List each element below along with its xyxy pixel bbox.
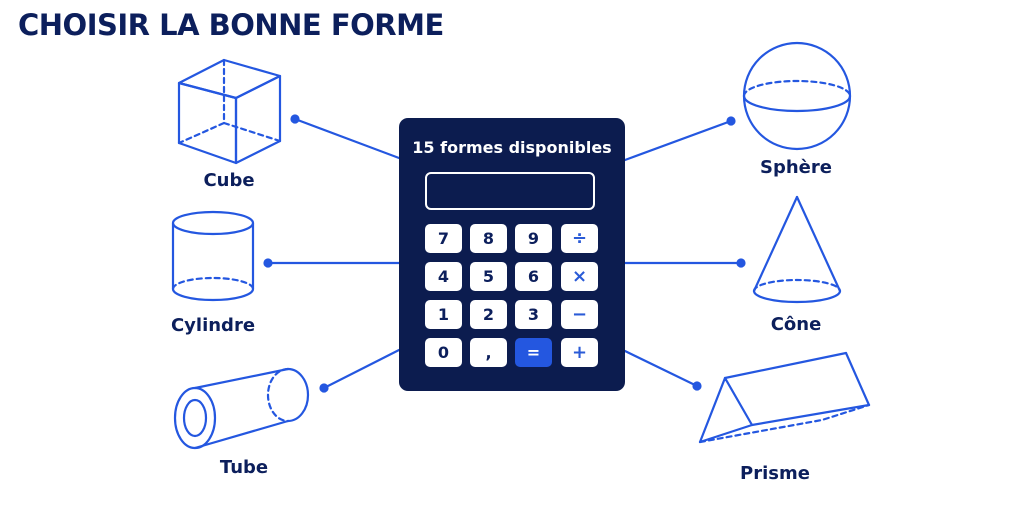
- calculator-caption: 15 formes disponibles: [412, 138, 612, 157]
- cone-label: Cône: [770, 314, 822, 335]
- tube-shape: [173, 367, 310, 450]
- key-8[interactable]: 8: [470, 224, 507, 253]
- key-6[interactable]: 6: [515, 262, 552, 291]
- key-9[interactable]: 9: [515, 224, 552, 253]
- page-title: CHOISIR LA BONNE FORME: [18, 8, 444, 42]
- cube-shape: [177, 58, 282, 165]
- key-3[interactable]: 3: [515, 300, 552, 329]
- key-4[interactable]: 4: [425, 262, 462, 291]
- key-equals[interactable]: =: [515, 338, 552, 367]
- connector-tube: [319, 348, 401, 393]
- key-divide[interactable]: ÷: [561, 224, 598, 253]
- key-7[interactable]: 7: [425, 224, 462, 253]
- key-0[interactable]: 0: [425, 338, 462, 367]
- connector-cone: [623, 258, 746, 268]
- connector-prism: [623, 349, 702, 391]
- key-minus[interactable]: −: [561, 300, 598, 329]
- prism-shape: [698, 351, 871, 444]
- calculator: 15 formes disponibles 7 8 9 ÷ 4 5 6 × 1 …: [399, 118, 625, 391]
- key-plus[interactable]: +: [561, 338, 598, 367]
- key-5[interactable]: 5: [470, 262, 507, 291]
- connector-cylinder: [263, 258, 401, 268]
- key-multiply[interactable]: ×: [561, 262, 598, 291]
- cube-label: Cube: [203, 170, 255, 191]
- sphere-label: Sphère: [760, 157, 832, 178]
- cone-shape: [752, 195, 842, 304]
- key-2[interactable]: 2: [470, 300, 507, 329]
- cylinder-shape: [171, 210, 255, 302]
- sphere-shape: [742, 41, 852, 151]
- calculator-display: [425, 172, 595, 210]
- tube-label: Tube: [219, 457, 269, 478]
- prism-label: Prisme: [740, 463, 810, 484]
- connector-sphere: [623, 116, 736, 162]
- key-comma[interactable]: ,: [470, 338, 507, 367]
- cylinder-label: Cylindre: [170, 315, 256, 336]
- key-1[interactable]: 1: [425, 300, 462, 329]
- connector-cube: [290, 114, 401, 160]
